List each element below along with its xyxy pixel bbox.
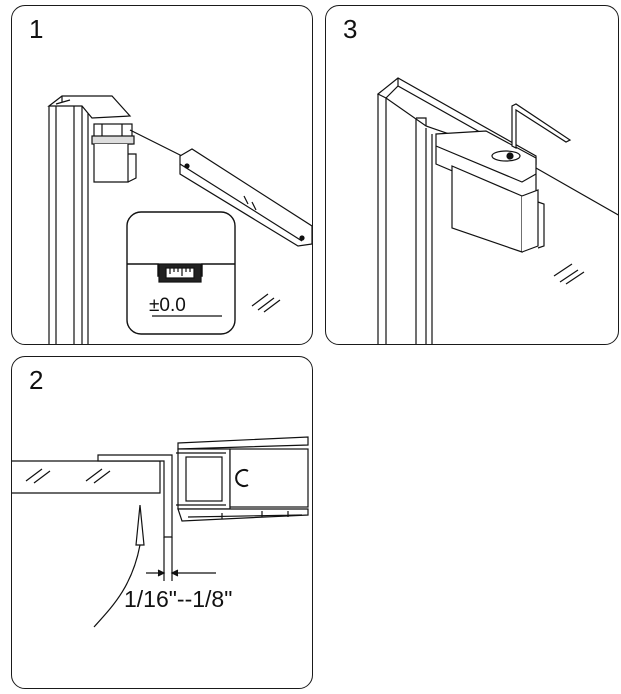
step-1-illustration: ±0.0 xyxy=(47,95,312,344)
step-1-panel: 1 xyxy=(11,5,313,345)
gap-dimension-label: 1/16"--1/8" xyxy=(124,586,232,612)
step-3-panel: 3 xyxy=(325,5,619,345)
step-2-panel: 2 1/16"--1/8" xyxy=(11,356,313,689)
step-2-illustration: 1/16"--1/8" xyxy=(12,436,309,628)
step-number-1: 1 xyxy=(29,14,44,44)
step-3-illustration xyxy=(376,77,618,344)
step-number-2: 2 xyxy=(29,365,44,395)
step-number-3: 3 xyxy=(343,14,358,44)
gauge-reading-label: ±0.0 xyxy=(149,295,186,316)
